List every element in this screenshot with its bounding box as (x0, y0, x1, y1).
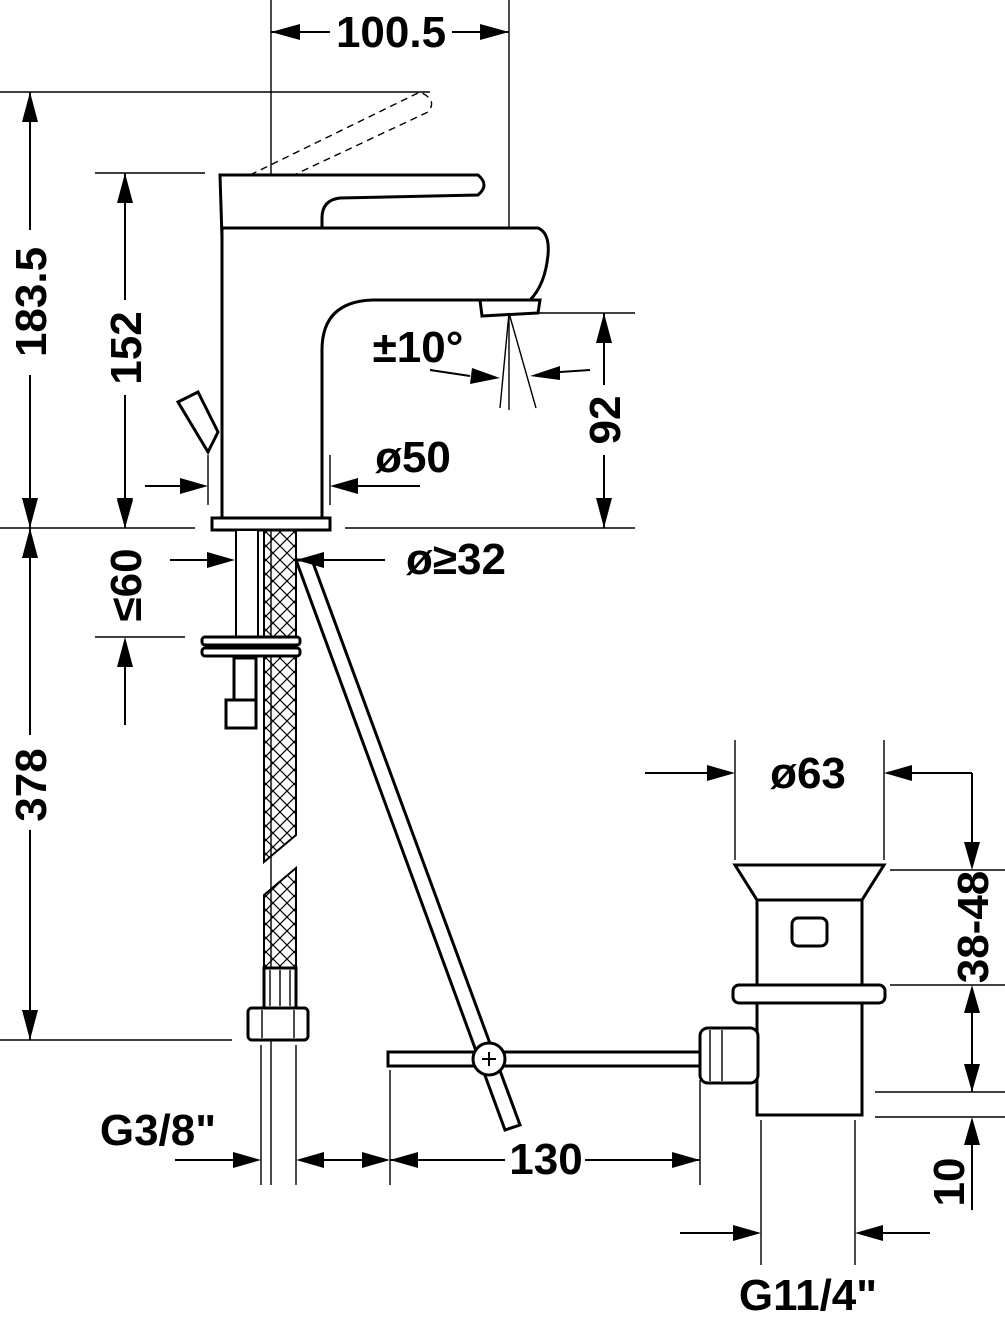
label-base-diameter: ø50 (375, 433, 451, 482)
base-ring (210, 516, 332, 532)
washer-top (200, 635, 302, 647)
spout-aerator (478, 298, 542, 318)
pop-up-rod (293, 558, 702, 1132)
waste-body (755, 1001, 864, 1117)
under-deck-assembly (200, 529, 310, 1042)
lever-swing-outline (248, 91, 433, 191)
label-hose-length: 378 (7, 748, 56, 821)
label-swivel-angle: ±10° (373, 323, 464, 372)
label-deck-thickness: ≤60 (102, 548, 151, 621)
label-connection-thread: G3/8" (100, 1106, 216, 1155)
dimension-labels: 100.5 183.5 152 ±10° 92 ø50 ø≥32 ≤60 378… (7, 8, 998, 1320)
label-hole-diameter: ø≥32 (406, 535, 506, 584)
waste-fitting (698, 863, 887, 1117)
faucet-body (220, 226, 550, 520)
dimension-lines (22, 24, 980, 1241)
label-spout-reach: 100.5 (336, 8, 446, 57)
waste-side-port (698, 1026, 760, 1085)
waste-cage-window (790, 916, 829, 948)
label-waste-height-range: 38-48 (949, 871, 998, 984)
label-waste-diameter: ø63 (770, 749, 846, 798)
waste-collar (731, 983, 887, 1005)
label-total-height: 183.5 (7, 247, 56, 357)
waste-flange (732, 863, 887, 902)
braided-hose-lower (263, 865, 297, 969)
faucet (175, 91, 550, 532)
pop-up-rod-horizontal (386, 1050, 702, 1068)
label-rod-length: 130 (509, 1135, 582, 1184)
extension-lines (0, 0, 1005, 1265)
label-spout-height: 92 (581, 396, 630, 445)
label-waste-thread: G11/4" (739, 1271, 877, 1320)
mounting-nut-head (224, 698, 258, 730)
label-waste-offset: 10 (925, 1158, 974, 1207)
pop-up-knob (175, 389, 220, 456)
washer-bottom (200, 646, 302, 658)
connection-nut (246, 1006, 310, 1042)
label-handle-height: 152 (102, 311, 151, 384)
braided-hose-upper (263, 529, 297, 865)
threaded-shank (235, 529, 259, 641)
